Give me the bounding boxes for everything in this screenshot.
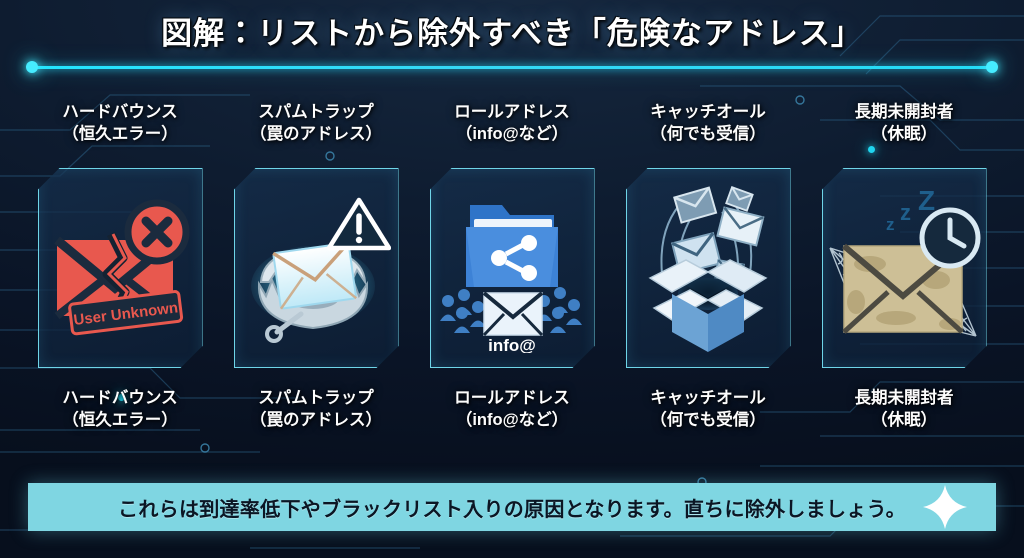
card-catch-all[interactable] xyxy=(626,168,791,368)
card-long-term-unopened[interactable]: z z Z xyxy=(822,168,987,368)
label-line1: スパムトラップ xyxy=(258,103,374,121)
card-wrap-spam-trap xyxy=(218,168,414,368)
sleep-zzz-icon: z z Z xyxy=(886,185,935,234)
label-line1: ロールアドレス xyxy=(454,389,570,407)
label-line2: （何でも受信） xyxy=(650,124,766,143)
bottom-label-row: ハードバウンス （恒久エラー） スパムトラップ （罠のアドレス） ロールアドレス… xyxy=(22,388,1002,432)
top-label-spam-trap: スパムトラップ （罠のアドレス） xyxy=(218,102,414,146)
envelope-icon xyxy=(484,293,542,335)
top-label-row: ハードバウンス （恒久エラー） スパムトラップ （罠のアドレス） ロールアドレス… xyxy=(22,102,1002,146)
label-line2: （罠のアドレス） xyxy=(250,124,382,143)
user-unknown-stamp-icon: User Unknown xyxy=(69,291,182,334)
broken-envelope-error-icon: User Unknown xyxy=(39,169,202,367)
card-row: User Unknown xyxy=(22,168,1002,368)
bottom-label-role-address: ロールアドレス （info@など） xyxy=(414,388,610,432)
label-line2: （罠のアドレス） xyxy=(250,410,382,429)
card-spam-trap[interactable] xyxy=(234,168,399,368)
svg-text:z: z xyxy=(900,200,911,225)
glowing-envelope-icon xyxy=(273,242,356,308)
bottom-label-long-term-unopened: 長期未開封者 （休眠） xyxy=(806,388,1002,432)
top-label-catch-all: キャッチオール （何でも受信） xyxy=(610,102,806,146)
top-label-hard-bounce: ハードバウンス （恒久エラー） xyxy=(22,102,218,146)
card-wrap-role-address: info@ xyxy=(414,168,610,368)
summary-banner-text: これらは到達率低下やブラックリスト入りの原因となります。直ちに除外しましょう。 xyxy=(118,498,906,521)
label-line1: キャッチオール xyxy=(650,389,766,407)
share-nodes-icon xyxy=(491,235,537,281)
title-container: 図解：リストから除外すべき「危険なアドレス」 xyxy=(0,8,1024,53)
error-x-circle-icon xyxy=(128,203,186,261)
header-divider-line xyxy=(30,66,994,69)
page-title: 図解：リストから除外すべき「危険なアドレス」 xyxy=(161,16,863,51)
open-box-icon xyxy=(650,260,766,352)
label-line1: キャッチオール xyxy=(650,103,766,121)
bottom-label-spam-trap: スパムトラップ （罠のアドレス） xyxy=(218,388,414,432)
people-group-right-icon xyxy=(536,287,582,333)
label-line1: 長期未開封者 xyxy=(854,389,954,407)
role-address-text: info@ xyxy=(488,336,536,353)
card-wrap-catch-all xyxy=(610,168,806,368)
bottom-label-catch-all: キャッチオール （何でも受信） xyxy=(610,388,806,432)
card-hard-bounce[interactable]: User Unknown xyxy=(38,168,203,368)
divider-node-right-icon xyxy=(986,61,998,73)
label-line2: （休眠） xyxy=(871,124,937,143)
top-label-long-term-unopened: 長期未開封者 （休眠） xyxy=(806,102,1002,146)
svg-text:Z: Z xyxy=(918,185,935,216)
label-line1: ハードバウンス xyxy=(62,389,178,407)
label-line1: スパムトラップ xyxy=(258,389,374,407)
open-box-void-mail-icon xyxy=(627,169,790,367)
clock-icon xyxy=(922,210,978,266)
label-line1: ロールアドレス xyxy=(454,103,570,121)
summary-banner: これらは到達率低下やブラックリスト入りの原因となります。直ちに除外しましょう。 xyxy=(28,483,996,531)
bear-trap-envelope-icon xyxy=(235,169,398,367)
warning-triangle-icon xyxy=(329,200,389,248)
label-line2: （何でも受信） xyxy=(650,410,766,429)
label-line2: （休眠） xyxy=(871,410,937,429)
card-wrap-hard-bounce: User Unknown xyxy=(22,168,218,368)
shared-folder-group-mail-icon: info@ xyxy=(431,169,594,367)
divider-node-left-icon xyxy=(26,61,38,73)
top-label-role-address: ロールアドレス （info@など） xyxy=(414,102,610,146)
label-line1: 長期未開封者 xyxy=(854,103,954,121)
label-line2: （恒久エラー） xyxy=(62,410,178,429)
label-line2: （info@など） xyxy=(455,124,569,143)
people-group-left-icon xyxy=(440,289,486,333)
circuit-dot-icon xyxy=(868,146,875,153)
shared-folder-icon xyxy=(466,205,558,287)
sparkle-icon xyxy=(923,485,967,529)
dusty-cobweb-envelope-clock-icon: z z Z xyxy=(823,169,986,367)
bottom-label-hard-bounce: ハードバウンス （恒久エラー） xyxy=(22,388,218,432)
label-line1: ハードバウンス xyxy=(62,103,178,121)
svg-text:z: z xyxy=(886,215,895,234)
card-role-address[interactable]: info@ xyxy=(430,168,595,368)
label-line2: （info@など） xyxy=(455,410,569,429)
label-line2: （恒久エラー） xyxy=(62,124,178,143)
card-wrap-long-term-unopened: z z Z xyxy=(806,168,1002,368)
